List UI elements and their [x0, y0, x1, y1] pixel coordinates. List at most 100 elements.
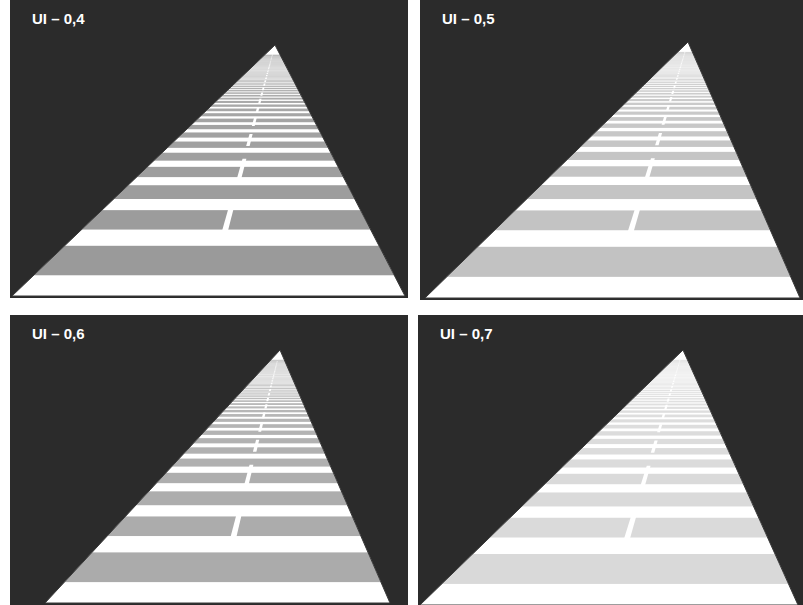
road-illustration — [420, 0, 803, 300]
luminance-band — [420, 51, 803, 52]
lane-marking — [277, 359, 279, 360]
lane-marking — [277, 358, 279, 359]
luminance-band — [10, 398, 408, 399]
luminance-band — [10, 390, 408, 391]
luminance-band — [10, 365, 408, 366]
lane-marking — [276, 361, 278, 362]
luminance-band — [418, 362, 803, 363]
lane-marking — [276, 365, 277, 366]
road-surface — [10, 315, 408, 605]
luminance-band — [420, 52, 803, 53]
luminance-band — [420, 55, 803, 56]
luminance-band — [418, 384, 803, 386]
luminance-band — [10, 386, 408, 388]
lane-marking — [683, 53, 685, 54]
uniformity-label: UI – 0,7 — [440, 325, 493, 343]
luminance-band — [10, 363, 408, 364]
luminance-band — [420, 64, 803, 65]
luminance-band — [420, 52, 803, 53]
lane-marking — [679, 363, 680, 364]
luminance-band — [420, 54, 803, 55]
luminance-band — [418, 398, 803, 399]
luminance-band — [10, 473, 408, 483]
lane-marking — [685, 50, 687, 51]
lane-marking — [673, 379, 675, 380]
luminance-band — [420, 53, 803, 54]
lane-marking — [269, 63, 270, 64]
luminance-band — [10, 70, 408, 71]
luminance-band — [418, 492, 803, 506]
lane-marking — [684, 51, 686, 52]
lane-marking — [272, 54, 274, 55]
lane-marking — [680, 357, 682, 358]
lane-marking — [675, 373, 676, 375]
luminance-band — [10, 55, 408, 56]
lane-marking — [277, 358, 279, 359]
luminance-band — [418, 368, 803, 369]
lane-marking — [272, 53, 274, 54]
lane-marking — [270, 59, 271, 60]
luminance-band — [10, 367, 408, 368]
luminance-band — [10, 364, 408, 365]
lane-marking — [681, 63, 682, 65]
lane-marking — [272, 53, 274, 54]
lane-marking — [275, 368, 276, 369]
luminance-band — [10, 367, 408, 368]
lane-marking — [276, 360, 278, 361]
luminance-band — [420, 52, 803, 53]
lane-marking — [276, 364, 277, 365]
luminance-band — [10, 362, 408, 363]
luminance-band — [10, 366, 408, 367]
luminance-band — [10, 516, 408, 536]
luminance-band — [10, 57, 408, 58]
lane-marking — [271, 383, 273, 384]
lane-marking — [270, 60, 271, 61]
lane-marking — [268, 393, 270, 396]
lane-marking — [682, 59, 683, 60]
lane-marking — [675, 81, 677, 83]
lane-marking — [667, 398, 670, 401]
lane-marking — [262, 88, 265, 91]
luminance-band — [420, 63, 803, 64]
luminance-band — [420, 55, 803, 56]
luminance-band — [420, 80, 803, 82]
luminance-band — [418, 364, 803, 365]
luminance-band — [10, 113, 408, 116]
lane-marking — [277, 359, 279, 360]
lane-marking — [271, 58, 272, 59]
luminance-band — [418, 361, 803, 362]
lane-marking — [683, 56, 684, 57]
lane-marking — [680, 358, 682, 359]
luminance-band — [418, 386, 803, 388]
lane-marking — [275, 369, 276, 370]
luminance-band — [10, 368, 408, 369]
luminance-band — [10, 55, 408, 56]
lane-marking — [277, 357, 279, 358]
luminance-band — [10, 360, 408, 361]
lane-marking — [669, 97, 672, 101]
luminance-band — [10, 101, 408, 103]
luminance-band — [420, 82, 803, 83]
lane-marking — [272, 378, 274, 379]
luminance-band — [10, 360, 408, 361]
luminance-band — [420, 131, 803, 136]
uniformity-panel: UI – 0,7 — [418, 315, 803, 605]
lane-marking — [677, 366, 678, 367]
uniformity-label: UI – 0,4 — [32, 10, 85, 28]
luminance-band — [10, 88, 408, 89]
luminance-band — [10, 60, 408, 61]
lane-marking — [680, 357, 682, 358]
lane-marking — [277, 359, 279, 360]
luminance-band — [418, 361, 803, 362]
luminance-band — [420, 56, 803, 57]
lane-marking — [253, 440, 259, 452]
luminance-band — [10, 369, 408, 370]
lane-marking — [258, 424, 263, 432]
luminance-band — [420, 210, 803, 230]
lane-marking — [274, 372, 275, 374]
luminance-band — [10, 385, 408, 387]
luminance-band — [10, 61, 408, 62]
luminance-band — [10, 64, 408, 65]
lane-marking — [651, 441, 658, 453]
road-surface — [418, 315, 803, 605]
